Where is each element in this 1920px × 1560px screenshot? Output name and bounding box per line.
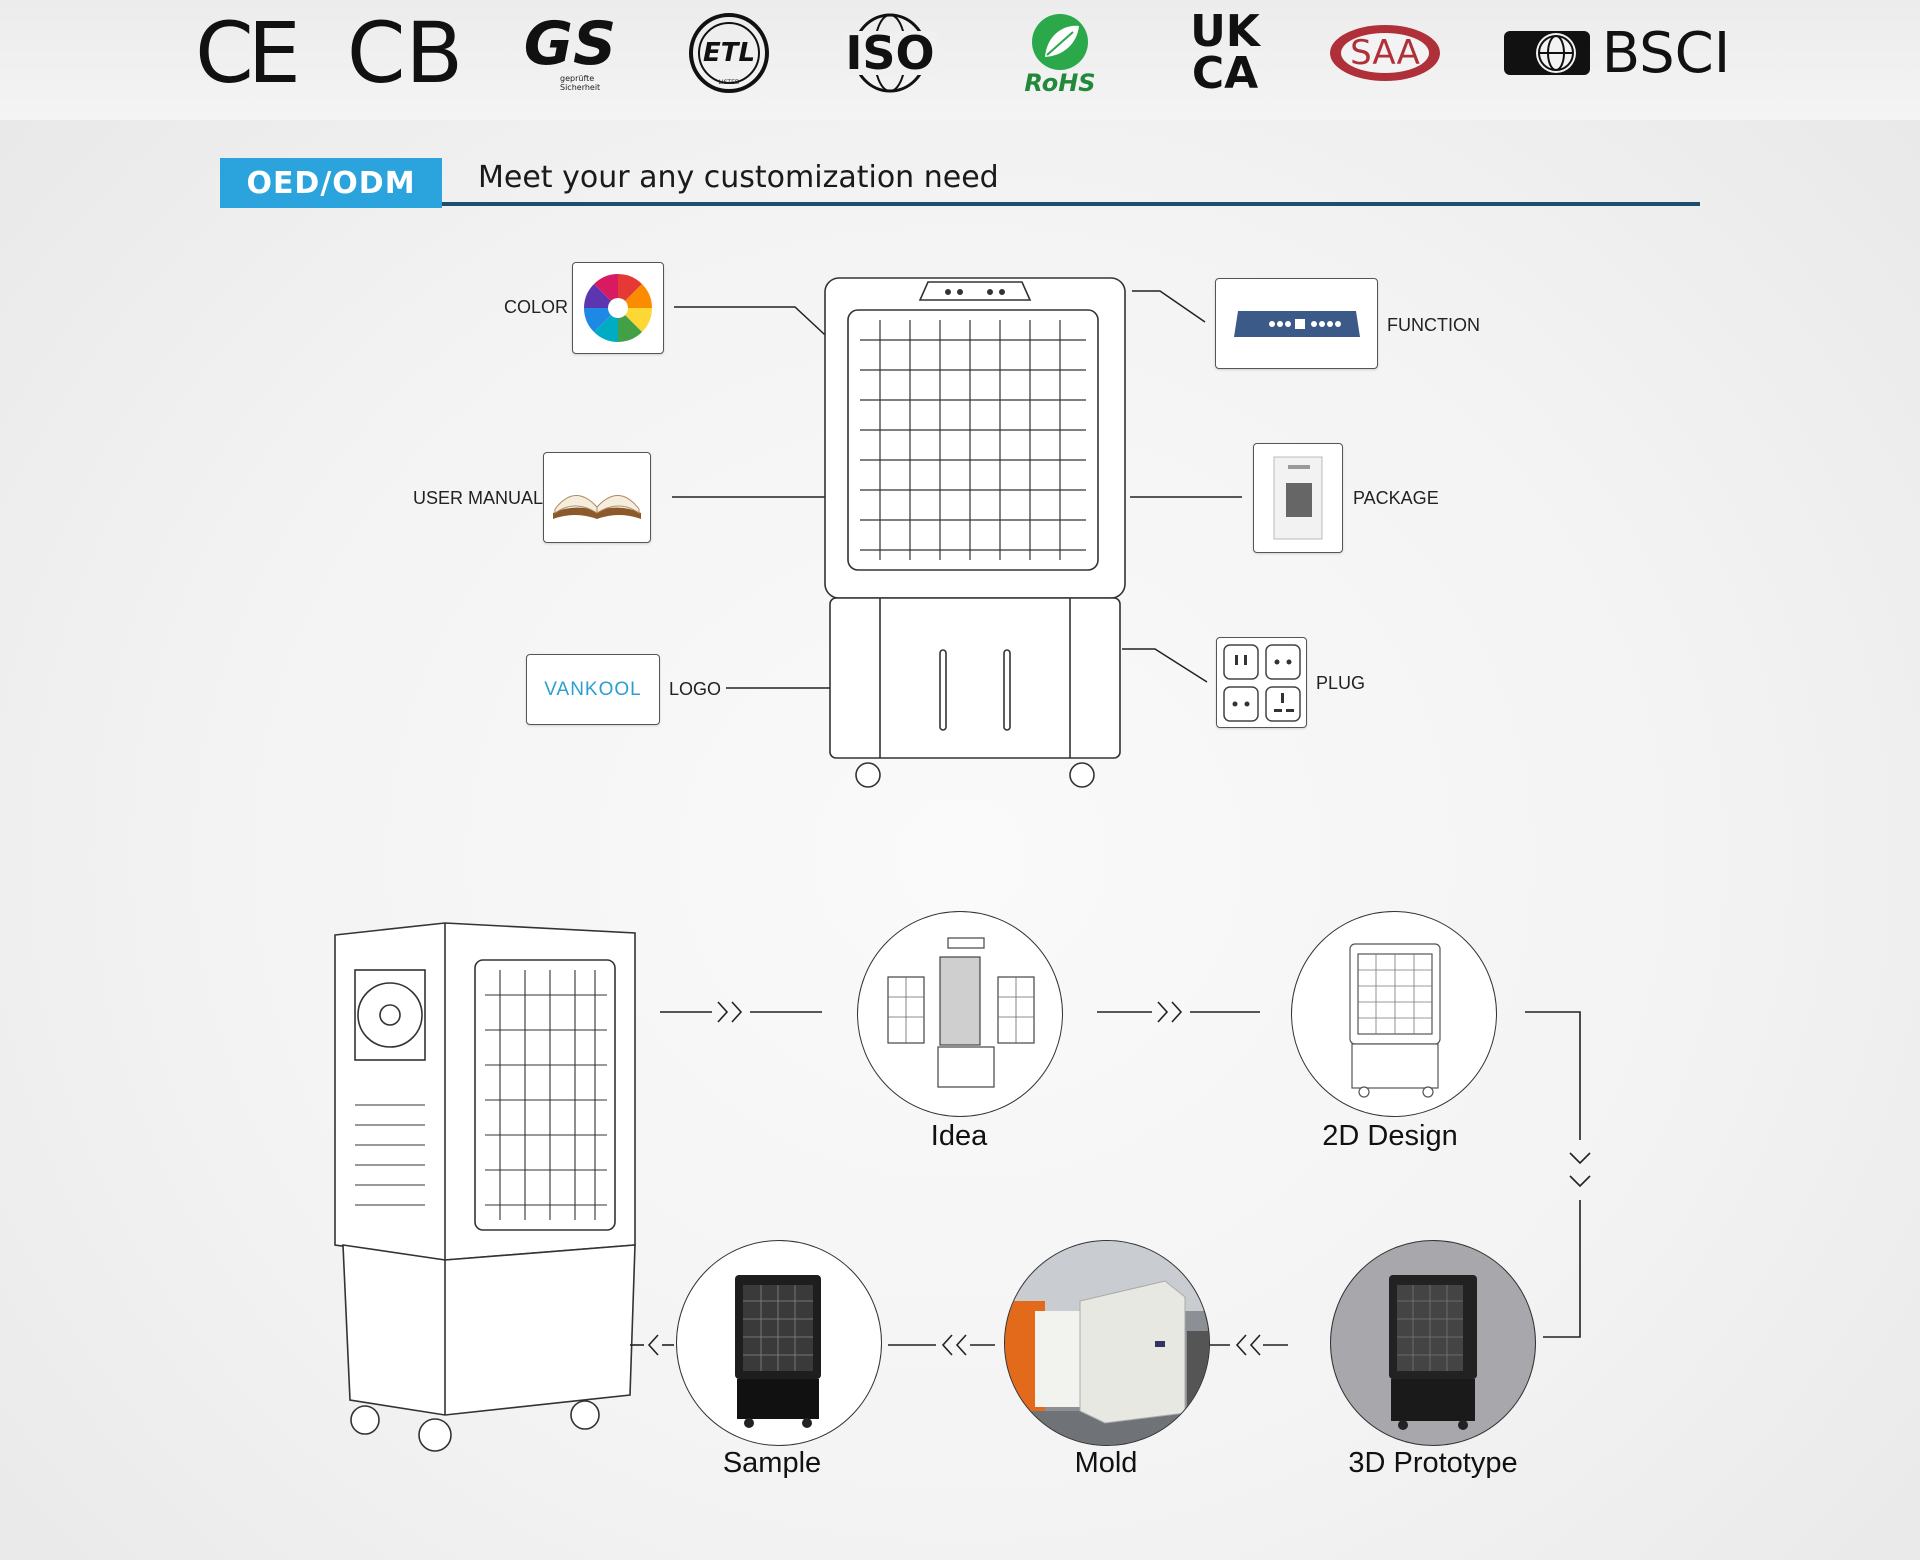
etl-circle-icon (689, 13, 769, 93)
sample-circle[interactable] (676, 1240, 882, 1446)
control-panel-icon (1233, 310, 1360, 337)
color-option[interactable] (572, 262, 664, 354)
saa-logo: SAA (1325, 8, 1445, 98)
prototype-3d-label: 3D Prototype (1348, 1447, 1518, 1479)
prototype-3d-circle[interactable] (1330, 1240, 1536, 1446)
oem-tag: OED/ODM (220, 158, 442, 208)
cooler-drawing-icon (1349, 943, 1441, 1098)
sample-cooler-icon (735, 1275, 821, 1428)
function-option[interactable] (1215, 278, 1378, 369)
etl-logo: ETL LISTED (685, 8, 773, 98)
package-label: PACKAGE (1353, 488, 1439, 508)
mold-label: Mold (1074, 1447, 1138, 1479)
color-label: COLOR (504, 297, 569, 317)
idea-label: Idea (930, 1120, 988, 1152)
certification-bar: CE CB GS geprüfte Sicherheit ETL LISTED … (0, 0, 1920, 120)
injection-machine-icon (1005, 1241, 1209, 1445)
plug-label: PLUG (1316, 673, 1366, 693)
plug-sockets-icon (1222, 643, 1301, 722)
user-manual-label: USER MANUAL (413, 488, 544, 508)
design-2d-circle[interactable] (1291, 911, 1497, 1117)
user-manual-option[interactable] (543, 452, 651, 543)
bsci-logo: BSCI (1495, 8, 1735, 98)
mold-circle[interactable] (1004, 1240, 1210, 1446)
bsci-globe-hands-icon (1503, 31, 1590, 75)
color-wheel-icon (584, 274, 652, 342)
leaf-icon (1032, 14, 1088, 70)
rohs-logo: RoHS (1010, 8, 1110, 98)
iso-logo: ISO (840, 8, 940, 98)
plug-option[interactable] (1216, 637, 1307, 728)
vankool-logo: VANKOOL (544, 678, 642, 700)
package-box-icon (1273, 456, 1323, 540)
ukca-logo: UK CA (1190, 6, 1260, 99)
saa-ellipse-icon (1330, 25, 1440, 81)
oem-banner: OED/ODM Meet your any customization need (220, 158, 1700, 208)
gs-logo: GS geprüfte Sicherheit (523, 9, 617, 92)
design-2d-label: 2D Design (1322, 1120, 1458, 1152)
cb-logo: CB (346, 4, 464, 102)
black-cooler-icon (1389, 1275, 1477, 1430)
air-cooler-isometric-sketch (334, 922, 636, 1452)
open-book-icon (553, 494, 641, 519)
function-label: FUNCTION (1387, 315, 1480, 335)
idea-circle[interactable] (857, 911, 1063, 1117)
logo-label: LOGO (669, 679, 722, 699)
air-cooler-sketch (824, 277, 1126, 788)
package-option[interactable] (1253, 443, 1343, 553)
banner-underline (442, 202, 1700, 206)
banner-subtitle: Meet your any customization need (478, 160, 999, 195)
sample-label: Sample (722, 1447, 822, 1479)
ce-logo: CE (195, 4, 301, 102)
exploded-parts-icon (887, 937, 1035, 1088)
logo-option[interactable]: VANKOOL (526, 654, 660, 725)
grille-pattern (860, 320, 1086, 560)
